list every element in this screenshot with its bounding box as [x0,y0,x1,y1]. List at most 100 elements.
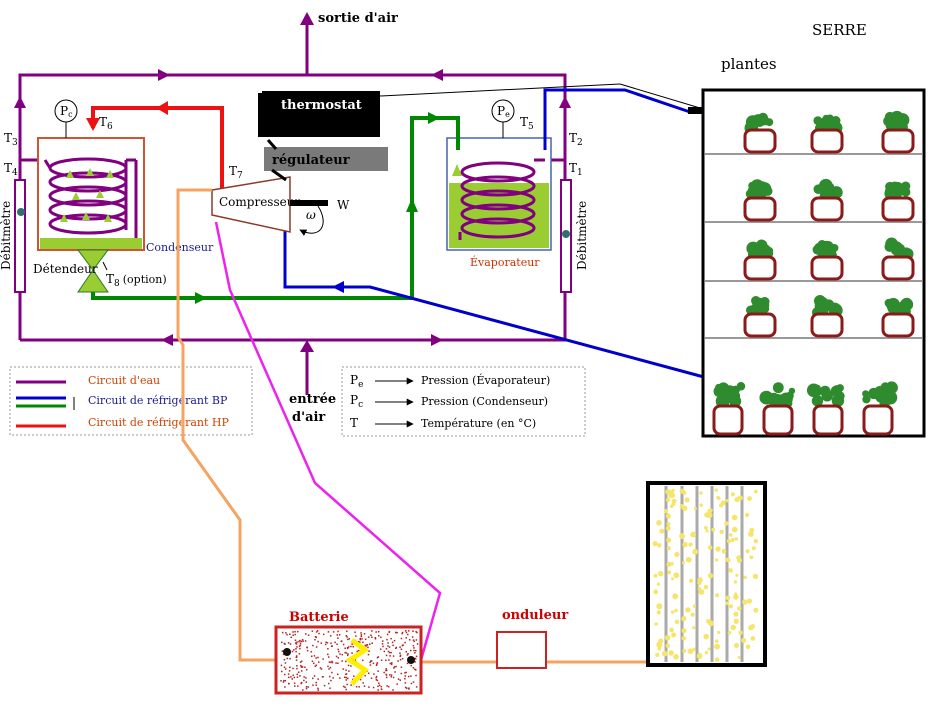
evaporator-coil [458,158,545,240]
speckle [332,631,335,633]
speckle [410,664,412,667]
t8-label: T8(option) [106,272,167,289]
panel-spot [731,514,738,521]
panel-spot [656,641,663,648]
speckle [359,678,362,681]
speckle [317,689,319,691]
pot [743,255,777,281]
speckle [399,679,402,681]
speckle [336,634,339,636]
speckle [300,681,303,684]
pot [743,196,777,222]
hp-arrow-2 [86,118,100,131]
speckle [298,645,301,647]
speckle [350,645,352,648]
speckle [405,671,407,674]
speckle [412,630,414,632]
rotation-arrow [299,205,324,236]
panel-spot [734,592,738,596]
panel-spot [753,489,758,494]
speckle [360,634,363,636]
speckle [355,635,357,637]
speckle [415,686,418,688]
leaf [893,113,903,122]
panel-spot [726,538,732,544]
panel-spot [682,648,687,653]
speckle [292,634,294,636]
panel-spot [663,508,669,514]
speckle [401,657,404,660]
speckle [399,652,401,654]
panel-spot [703,633,709,640]
speckle [341,660,343,662]
speckle [407,630,410,632]
panel-spot [742,599,748,605]
speckle [370,634,372,636]
speckle [313,655,316,657]
speckle [362,682,364,684]
speckle [345,660,347,663]
panel-spot [736,555,741,561]
panel-spot [652,540,658,547]
speckle [393,667,395,669]
panel-spot [733,618,739,624]
speckle [400,672,403,675]
speckle [414,658,417,660]
t1-label: T1 [569,161,583,178]
speckle [371,630,373,632]
speckle [294,633,296,636]
speckle [320,668,323,670]
plant-pot [743,295,777,338]
speckle [300,660,303,663]
panel-spot [685,556,692,563]
panel-spot [750,636,756,641]
speckle [337,648,339,651]
speckle [325,641,327,643]
speckle [401,631,404,634]
speckle [367,653,370,656]
speckle [317,640,319,643]
panel-spot [733,642,740,649]
speckle [385,668,387,670]
speckle [303,676,305,678]
leaf [748,116,760,128]
speckle [329,661,332,664]
speckle [372,662,375,665]
speckle [300,670,303,672]
speckle [311,660,314,663]
panel-spot [734,537,739,541]
speckle [286,633,288,636]
speckle [283,658,286,661]
speckle [375,678,378,681]
pot [743,312,777,338]
speckle [345,634,348,637]
speckle [401,632,403,635]
condenser-label: Condenseur [146,241,214,254]
air-inlet-label-1: entrée [289,392,336,407]
speckle [392,689,394,691]
t6-label: T6 [99,115,113,132]
panel-spot [674,552,680,558]
water-flow-arrows [14,69,571,346]
pot [881,312,915,338]
speckle [385,673,387,676]
speckle [351,652,353,654]
panel-spot [738,630,743,635]
speckle [345,669,347,671]
panel-spot [730,492,736,497]
bp-arrow [332,281,344,293]
legend-symbols: Pe Pc T Pression (Évaporateur) Pression … [341,366,586,437]
green-arrow-2 [406,198,418,212]
speckle [347,677,349,680]
panel-spot [671,498,677,504]
pot [810,255,844,281]
speckle [399,646,401,648]
plant-pot [743,239,777,281]
speckle [392,676,395,679]
speckle [340,640,343,643]
speckle [411,636,414,638]
solar-panel-texture [652,488,759,662]
panel-spot [667,570,672,575]
speckle [390,651,392,654]
panel-spot [682,490,687,495]
